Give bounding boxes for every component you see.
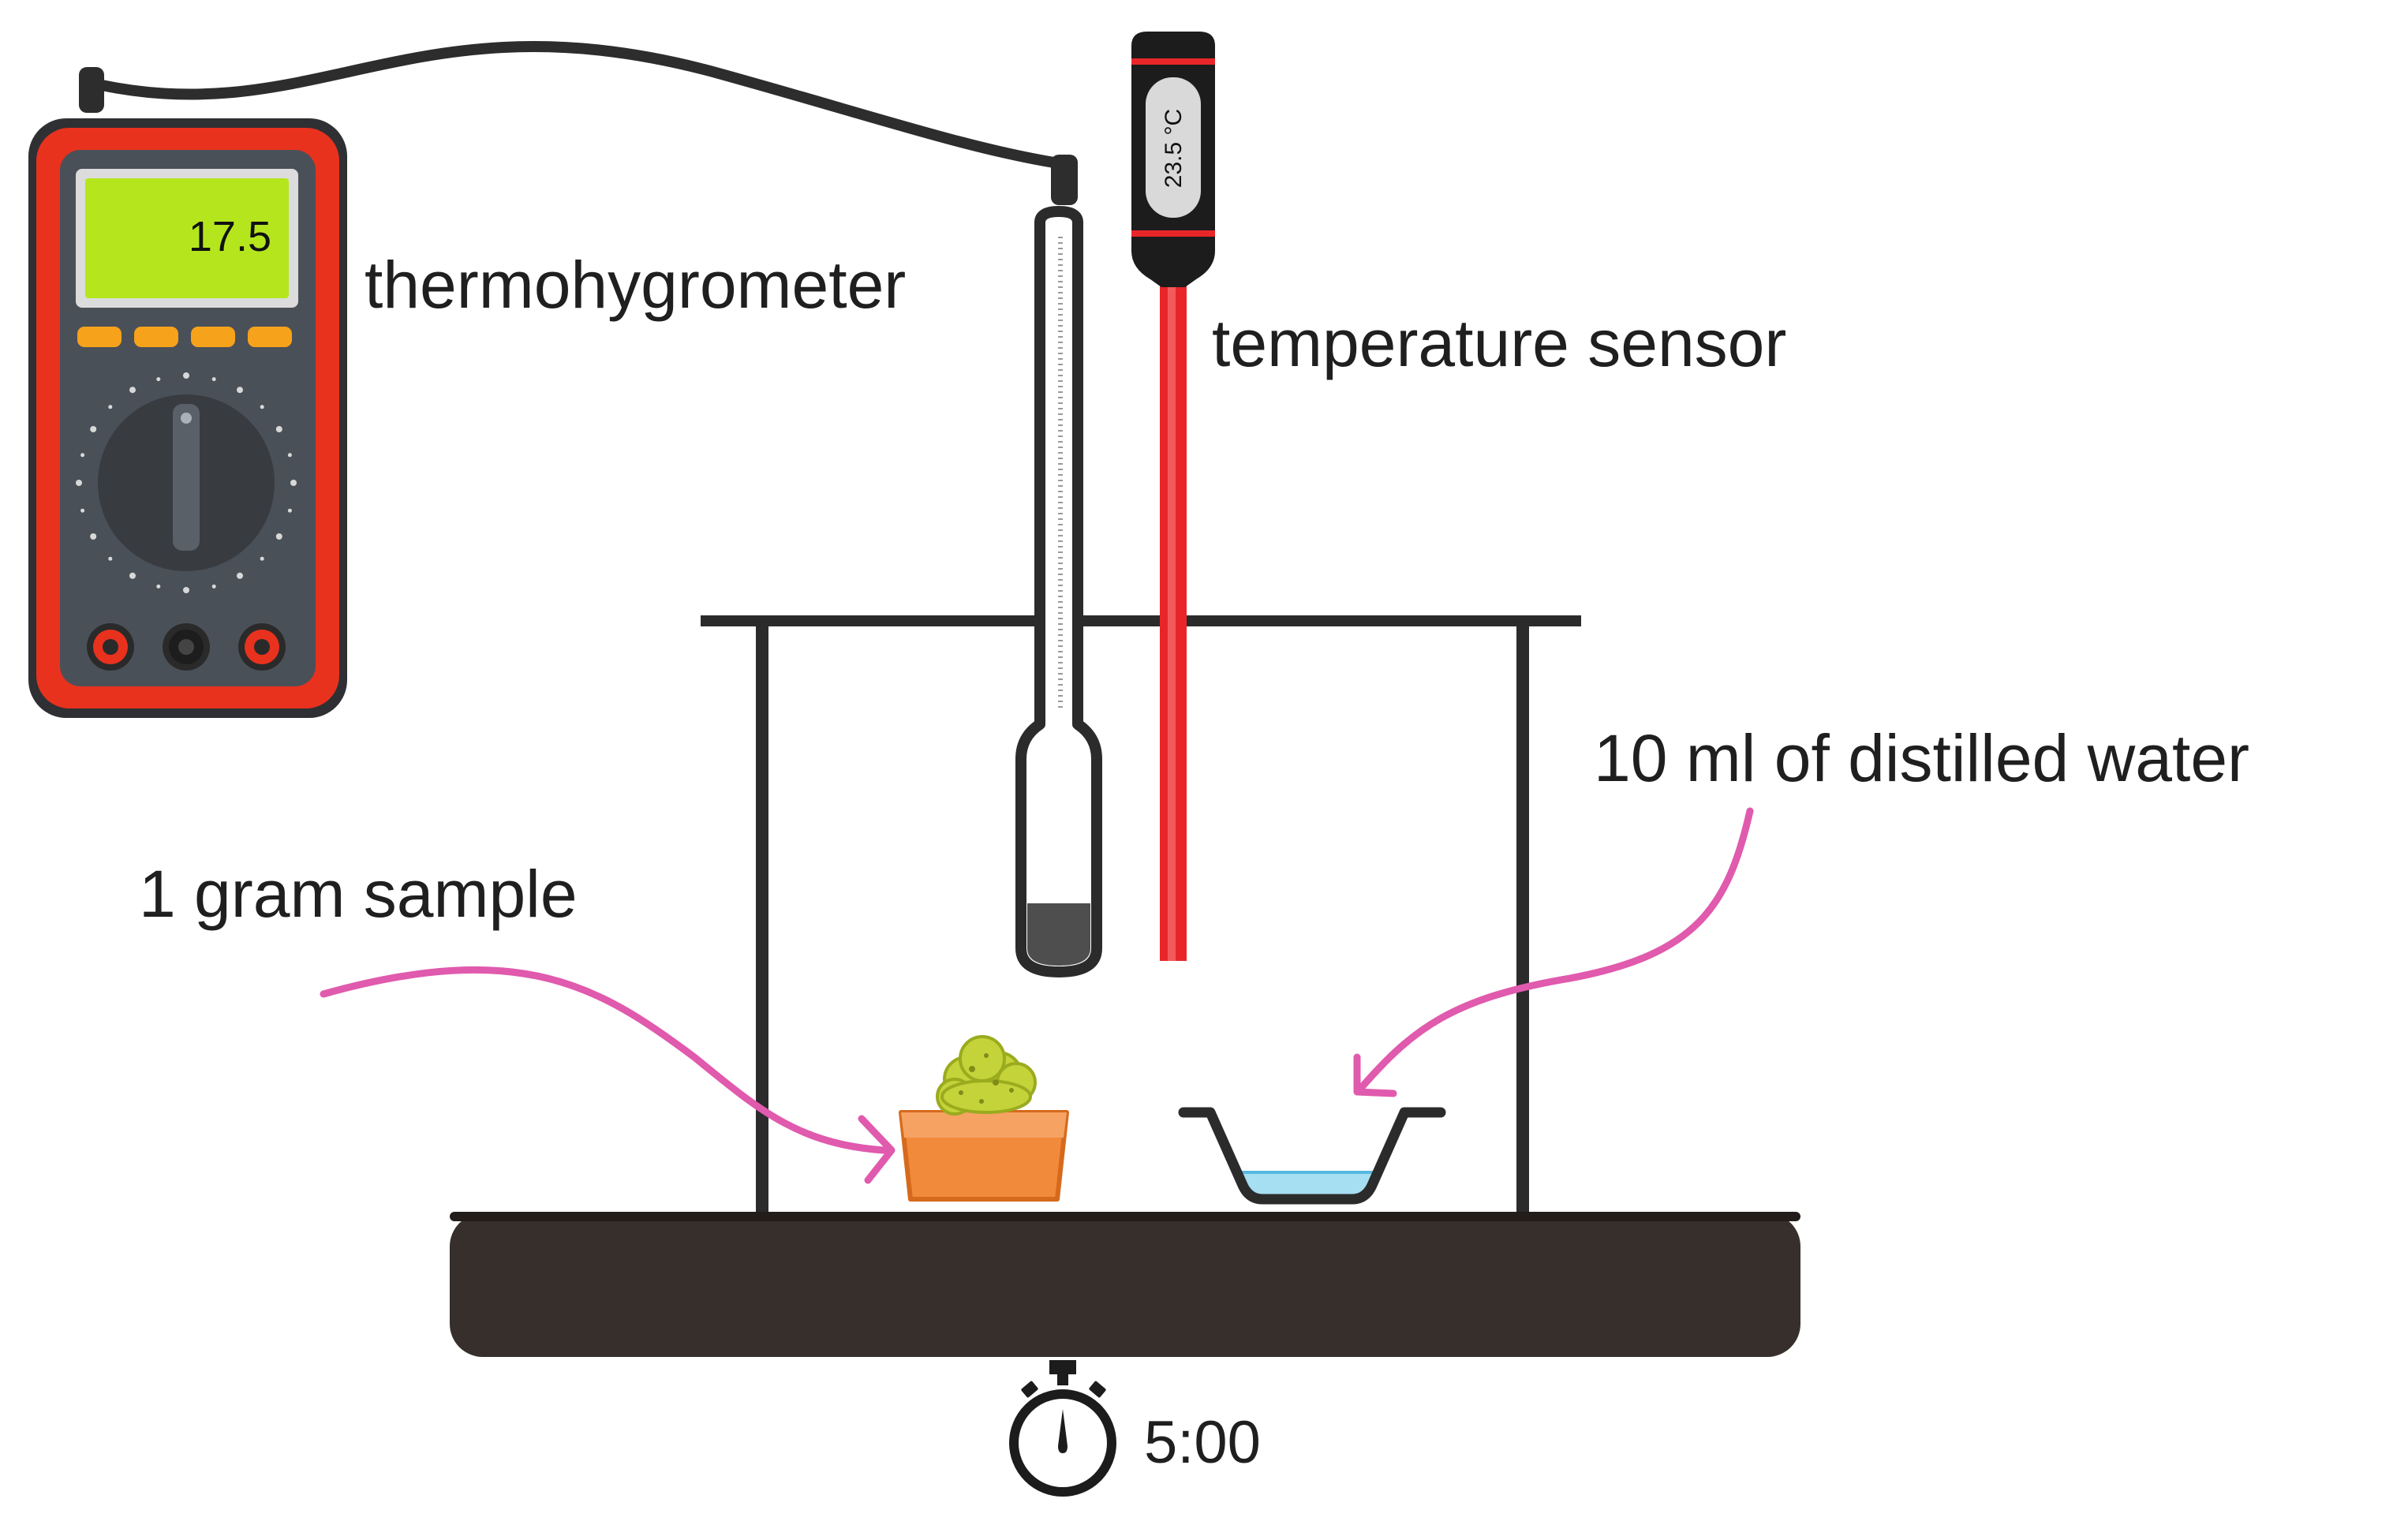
hot-plate-base — [450, 1213, 1800, 1357]
stopwatch-icon — [1009, 1360, 1116, 1497]
dial-tick — [237, 572, 243, 579]
dial-tick — [287, 508, 292, 513]
sample-pot-icon — [899, 1110, 1069, 1202]
dial-tick — [76, 480, 82, 486]
dial-tick — [90, 426, 97, 432]
dial-tick — [260, 405, 264, 409]
label-distilled-water: 10 ml of distilled water — [1594, 721, 2249, 795]
cable-connector — [79, 67, 104, 113]
dial-tick — [108, 556, 113, 561]
water-dish-icon — [1178, 1107, 1446, 1205]
dial-tick — [156, 584, 161, 589]
dial-tick — [90, 533, 97, 540]
sample-specks — [959, 1053, 1014, 1104]
meter-cable — [85, 41, 1069, 170]
digital-thermometer-probe-icon — [1131, 32, 1215, 961]
dial-tick — [183, 372, 189, 379]
label-temperature-sensor: temperature sensor — [1212, 306, 1786, 380]
timer-label: 5:00 — [1144, 1409, 1261, 1476]
glass-thermometer-icon — [1015, 206, 1102, 977]
arrow-to-sample — [320, 966, 896, 1184]
multimeter-jacks — [87, 623, 286, 671]
multimeter-reading: 17.5 — [189, 213, 271, 260]
dial-tick — [183, 587, 189, 593]
dial-tick — [260, 556, 264, 561]
chamber-frame — [701, 615, 1581, 1212]
dial-tick — [80, 508, 85, 513]
cable-connector — [1051, 155, 1078, 205]
probe-screen — [1146, 77, 1201, 218]
dial-tick — [129, 572, 136, 579]
dial-pointer — [173, 404, 200, 551]
dial-tick — [237, 387, 243, 394]
dial-ticks — [76, 372, 297, 593]
probe-reading: 23.5 °C — [1161, 109, 1187, 188]
dial-tick — [211, 584, 216, 589]
dial-tick — [211, 377, 216, 382]
multimeter-buttons — [77, 327, 292, 347]
dial-tick — [290, 480, 297, 486]
label-thermohygrometer: thermohygrometer — [365, 248, 906, 322]
label-sample: 1 gram sample — [139, 857, 578, 931]
sample-material-icon — [936, 1035, 1037, 1116]
dial-tick — [275, 533, 282, 540]
dial-tick — [275, 426, 282, 432]
dial-tick — [129, 387, 136, 394]
arrow-to-water — [1353, 807, 1754, 1097]
dial-tick — [80, 453, 85, 458]
dial-tick — [156, 377, 161, 382]
multimeter-icon — [28, 118, 347, 718]
dial-tick — [287, 453, 292, 458]
dial-tick — [108, 405, 113, 409]
